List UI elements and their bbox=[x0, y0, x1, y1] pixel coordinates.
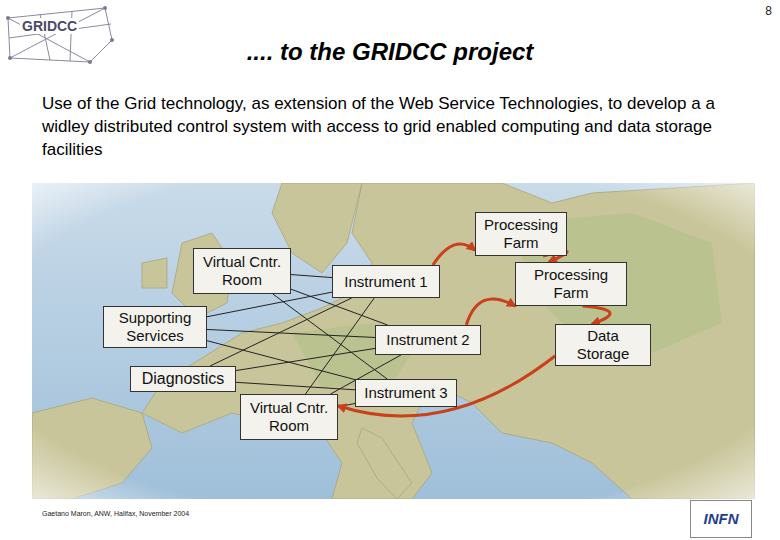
box-label: Data Storage bbox=[561, 327, 645, 363]
box-label: Processing Farm bbox=[481, 216, 561, 252]
box-label: Diagnostics bbox=[142, 370, 225, 388]
network-link bbox=[273, 294, 387, 379]
process-box: Supporting Services bbox=[103, 306, 207, 348]
data-flow-arrow bbox=[583, 306, 610, 324]
box-label: Instrument 3 bbox=[364, 384, 447, 402]
process-box: Instrument 1 bbox=[332, 265, 440, 298]
data-flow-arrow bbox=[433, 244, 475, 265]
box-label: Instrument 2 bbox=[386, 331, 469, 349]
process-box: Instrument 3 bbox=[355, 379, 457, 407]
process-box: Virtual Cntr. Room bbox=[193, 248, 291, 294]
process-box: Instrument 2 bbox=[375, 325, 481, 355]
process-box: Data Storage bbox=[555, 324, 651, 366]
slide-title: .... to the GRIDCC project bbox=[0, 38, 780, 66]
body-text: Use of the Grid technology, as extension… bbox=[42, 92, 742, 161]
process-box: Processing Farm bbox=[475, 212, 567, 256]
process-box: Virtual Cntr. Room bbox=[240, 394, 338, 440]
logo-text: INFN bbox=[690, 500, 752, 538]
network-link bbox=[291, 275, 332, 278]
logo-grid bbox=[0, 0, 120, 70]
box-label: Supporting Services bbox=[109, 309, 201, 345]
box-label: Instrument 1 bbox=[344, 273, 427, 291]
network-link bbox=[236, 348, 375, 370]
page-number: 8 bbox=[752, 4, 772, 18]
footer-text: Gaetano Maron, ANW, Halifax, November 20… bbox=[42, 510, 189, 517]
network-link bbox=[236, 382, 355, 389]
data-flow-arrow bbox=[338, 356, 555, 416]
logo-text: GRIDCC bbox=[20, 18, 79, 34]
box-label: Virtual Cntr. Room bbox=[246, 399, 332, 435]
process-box: Diagnostics bbox=[130, 366, 236, 392]
network-link bbox=[207, 292, 332, 317]
data-flow-arrow bbox=[466, 299, 515, 325]
process-box: Processing Farm bbox=[515, 262, 627, 306]
box-label: Virtual Cntr. Room bbox=[199, 253, 285, 289]
box-label: Processing Farm bbox=[521, 266, 621, 302]
network-link bbox=[207, 329, 375, 337]
